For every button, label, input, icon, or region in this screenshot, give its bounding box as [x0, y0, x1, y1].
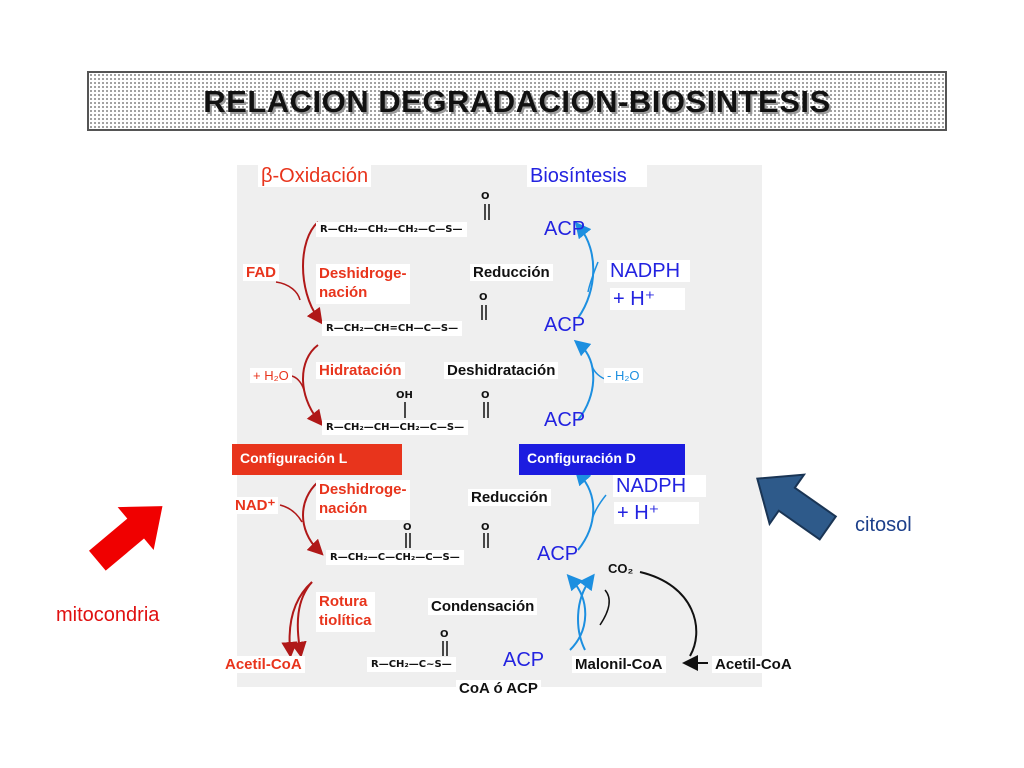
short-acyl-molecule: R—CH₂—C~S—	[367, 657, 456, 672]
step-reduction-2: Reducción	[468, 489, 551, 506]
nadph-label-1: NADPH	[607, 260, 691, 282]
nadph-label-2: NADPH	[613, 475, 707, 497]
synthesis-arrow-1	[574, 221, 595, 319]
mitochondria-arrow-icon	[89, 506, 163, 571]
acetyl-coa-right-label: Acetil-CoA	[712, 656, 795, 673]
acp-label-1: ACP	[544, 218, 586, 240]
configuration-d-badge: Configuración D	[519, 444, 685, 475]
oxidation-arrow-4b	[281, 581, 313, 658]
carbonyl-o-3: O	[481, 390, 490, 401]
carbonyl-o-5: O	[481, 522, 490, 533]
oxidation-arrow-1	[302, 221, 323, 325]
cytosol-label: citosol	[855, 514, 912, 536]
carbonyl-o-6: O	[440, 629, 449, 640]
ketoacyl-acp-molecule: R—CH₂—C—CH₂—C—S—	[326, 550, 464, 565]
step-condensation: Condensación	[428, 598, 538, 615]
oxidation-arrow-3	[302, 481, 324, 556]
enoyl-acp-molecule: R—CH₂—CH=CH—C—S—	[322, 321, 463, 336]
synthesis-arrow-4b	[577, 573, 595, 651]
cytosol-arrow-icon	[756, 473, 838, 541]
page-title: RELACION DEGRADACION-BIOSINTESIS	[203, 84, 831, 119]
h-plus-label-2: + H⁺	[614, 502, 700, 524]
step-thiolytic-cleavage: Rotura tiolítica	[316, 592, 375, 632]
title-banner: RELACION DEGRADACION-BIOSINTESIS	[87, 71, 947, 131]
synthesis-arrow-4a	[566, 574, 587, 651]
h2o-add-label: + H₂O	[250, 368, 292, 383]
step-hydration: Hidratación	[316, 362, 405, 379]
acetyl-coa-product: Acetil-CoA	[222, 656, 305, 673]
configuration-l-badge: Configuración L	[232, 444, 402, 475]
oxidation-arrow-4a	[290, 581, 313, 658]
acp-label-4: ACP	[537, 543, 579, 565]
mitochondria-label: mitocondria	[56, 604, 160, 626]
co2-arrow	[639, 571, 698, 657]
fad-label: FAD	[243, 264, 279, 281]
synthesis-arrow-3	[574, 469, 595, 551]
acyl-acp-molecule: R—CH₂—CH₂—CH₂—C—S—	[316, 222, 467, 237]
step-dehydrogenation-2: Deshidroge- nación	[316, 480, 410, 520]
step-reduction-1: Reducción	[470, 264, 553, 281]
carbonyl-o-4: O	[403, 522, 412, 533]
acp-label-5: ACP	[503, 649, 545, 671]
carbonyl-o-1: O	[481, 191, 490, 202]
acp-label-3: ACP	[544, 409, 586, 431]
acp-label-2: ACP	[544, 314, 586, 336]
header-beta-oxidation: β-Oxidación	[258, 165, 372, 187]
hydroxyacyl-acp-molecule: R—CH₂—CH—CH₂—C—S—	[322, 420, 469, 435]
header-biosynthesis: Biosíntesis	[527, 165, 647, 187]
step-dehydrogenation-1: Deshidroge- nación	[316, 264, 410, 304]
hydroxyl-group: OH	[396, 390, 413, 401]
nad-label: NAD⁺	[232, 497, 279, 514]
malonyl-coa-label: Malonil-CoA	[572, 656, 666, 673]
oxidation-arrow-2	[302, 344, 323, 427]
coa-or-acp-label: CoA ó ACP	[456, 680, 541, 697]
h-plus-label-1: + H⁺	[610, 288, 686, 310]
h2o-remove-label: - H₂O	[604, 368, 643, 383]
carbonyl-o-2: O	[479, 292, 488, 303]
step-dehydration: Deshidratación	[444, 362, 559, 379]
synthesis-arrow-2	[573, 339, 595, 421]
co2-label: CO₂	[608, 561, 634, 576]
